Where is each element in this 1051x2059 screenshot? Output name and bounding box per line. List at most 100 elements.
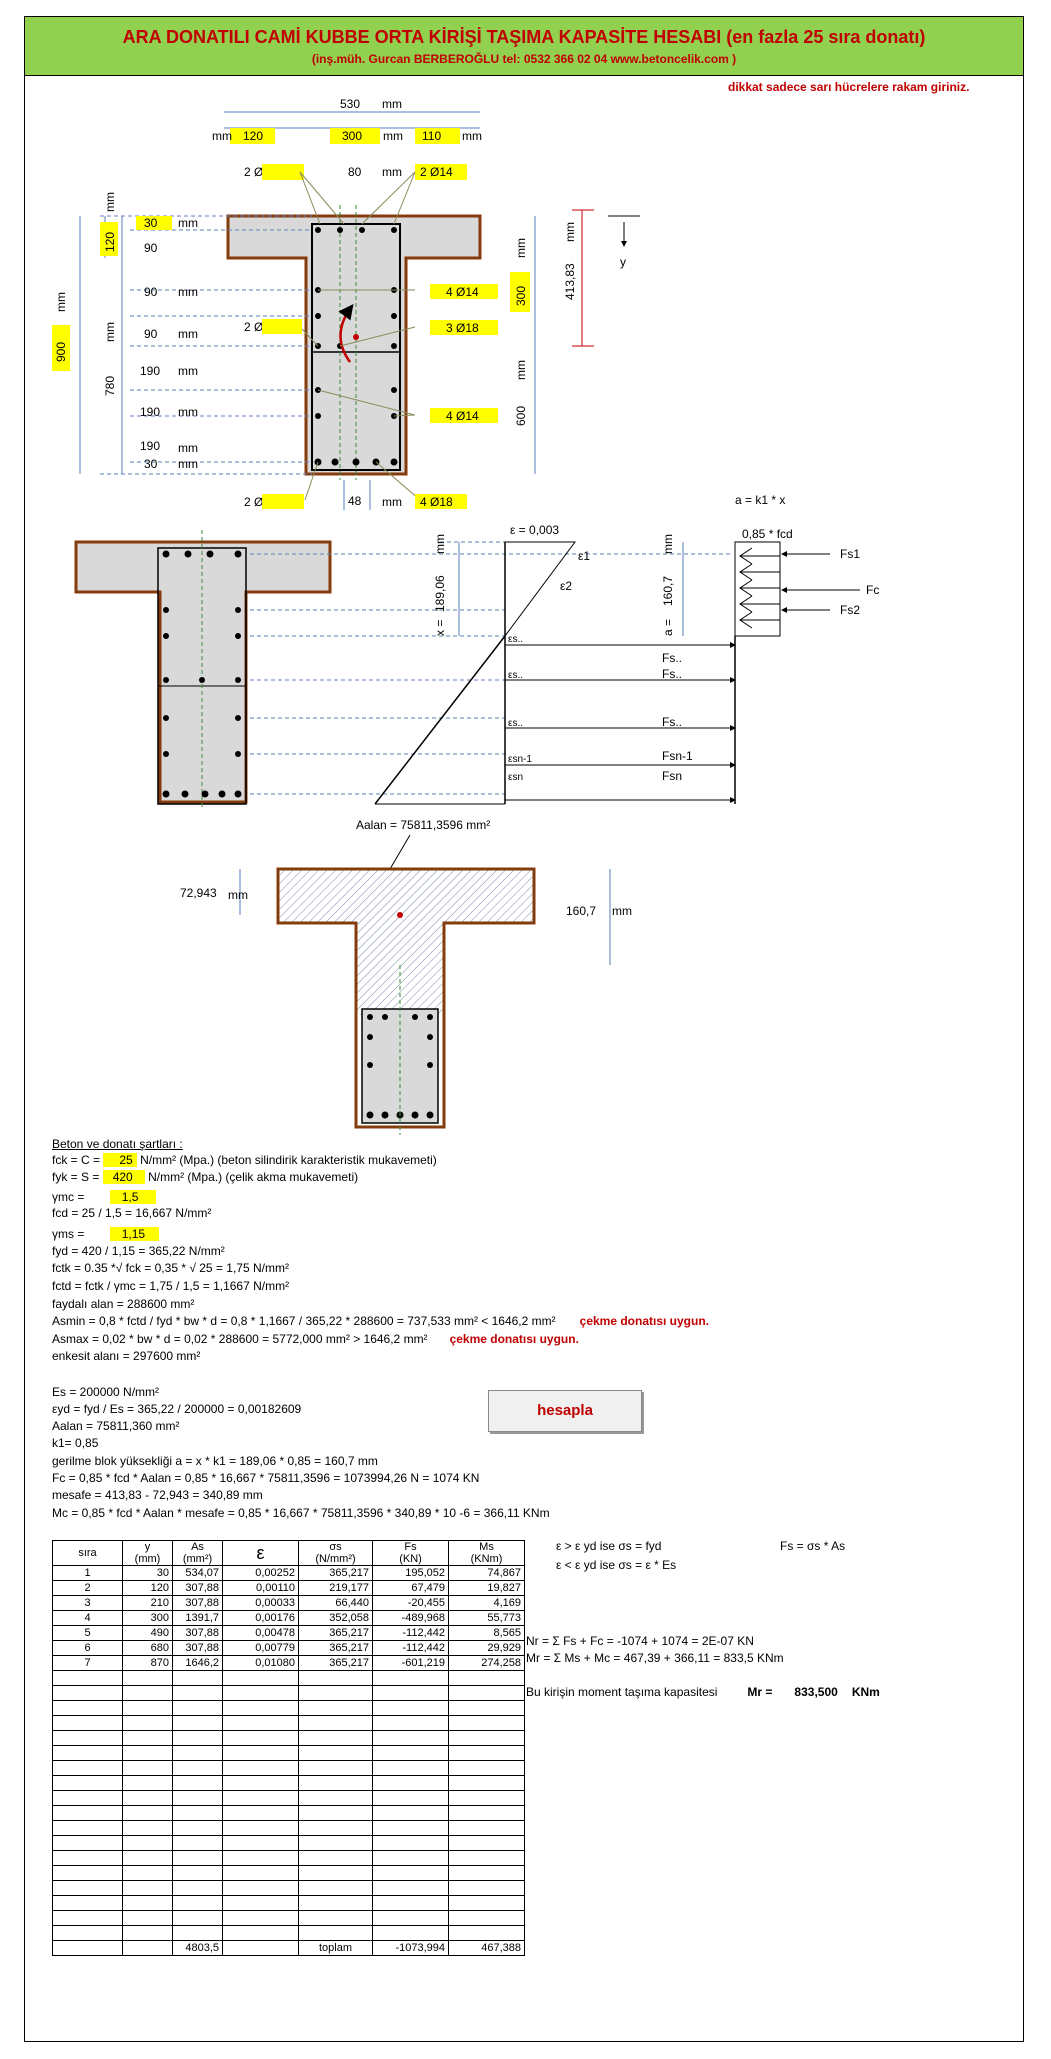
input-cover-top: 30	[144, 216, 158, 230]
k1-row: k1= 0,85	[52, 1436, 99, 1450]
strain-top: ε = 0,003	[510, 523, 559, 537]
mr-row: Mr = Σ Ms + Mc = 467,39 + 366,11 = 833,5…	[526, 1651, 784, 1665]
bar-bottom-right: 4 Ø18	[420, 495, 453, 509]
table-cell: 0,00478	[222, 1625, 299, 1641]
table-cell: 0,00779	[222, 1640, 299, 1656]
fck-row: fck = C = 25 N/mm² (Mpa.) (beton silindi…	[52, 1153, 437, 1167]
table-row-empty	[52, 1865, 525, 1881]
author-line: (inş.müh. Gurcan BERBEROĞLU tel: 0532 36…	[311, 52, 737, 66]
svg-text:mm: mm	[382, 97, 402, 111]
table-cell: 307,88	[172, 1625, 223, 1641]
eyd-row: εyd = fyd / Es = 365,22 / 200000 = 0,001…	[52, 1402, 302, 1416]
table-cell: 67,479	[372, 1580, 449, 1596]
nr-row: Nr = Σ Fs + Fc = -1074 + 1074 = 2E-07 KN	[526, 1634, 754, 1648]
table-row-empty	[52, 1925, 525, 1941]
neutral-axis-depth: 413,83	[563, 263, 577, 300]
table-cell: 195,052	[372, 1565, 449, 1581]
svg-text:x =: x =	[433, 620, 447, 636]
input-width-left: 120	[243, 129, 263, 143]
asmax-row: Asmax = 0,02 * bw * d = 0,02 * 288600 = …	[52, 1332, 579, 1346]
svg-text:Fc: Fc	[866, 583, 879, 597]
table-cell: 352,058	[298, 1610, 373, 1626]
svg-text:mm: mm	[178, 364, 198, 378]
table-cell: 219,177	[298, 1580, 373, 1596]
block-height-row: gerilme blok yüksekliği a = x * k1 = 189…	[52, 1454, 378, 1468]
fctk-row: fctk = 0.35 *√ fck = 0,35 * √ 25 = 1,75 …	[52, 1261, 289, 1275]
gamma-ms-input[interactable]: 1,15	[109, 1227, 160, 1241]
fcd-block-label: 0,85 * fcd	[742, 527, 793, 541]
table-row-empty	[52, 1835, 525, 1851]
asmin-status: çekme donatısı uygun.	[579, 1314, 710, 1328]
col-eps: ε	[222, 1540, 299, 1566]
conditions-heading: Beton ve donatı şartları :	[52, 1137, 183, 1151]
table-cell: 1646,2	[172, 1655, 223, 1671]
capacity-value: 833,500	[794, 1685, 838, 1699]
input-warning: dikkat sadece sarı hücrelere rakam girin…	[728, 80, 970, 94]
input-width-right: 110	[422, 129, 441, 143]
svg-text:mm: mm	[178, 441, 198, 455]
footer-cell	[52, 1940, 123, 1956]
strain-rule-2: ε < ε yd ise σs = ε * Es	[556, 1558, 677, 1572]
asmin-row: Asmin = 0,8 * fctd / fyd * bw * d = 0,8 …	[52, 1314, 710, 1328]
table-cell: 0,00033	[222, 1595, 299, 1611]
table-header-row: sıra y(mm) As(mm²) ε σs(N/mm²) Fs(KN) Ms…	[52, 1540, 525, 1566]
table-cell: 365,217	[298, 1655, 373, 1671]
table-cell: 0,00176	[222, 1610, 299, 1626]
svg-text:mm: mm	[433, 534, 447, 554]
gamma-mc-input[interactable]: 1,5	[109, 1190, 157, 1204]
table-cell: 0,00252	[222, 1565, 299, 1581]
footer-cell: 467,388	[448, 1940, 525, 1956]
table-cell: 680	[122, 1640, 173, 1656]
table-row-empty	[52, 1760, 525, 1776]
svg-text:90: 90	[144, 327, 158, 341]
fyd-row: fyd = 420 / 1,15 = 365,22 N/mm²	[52, 1244, 225, 1258]
col-as: As(mm²)	[172, 1540, 223, 1566]
table-row-empty	[52, 1910, 525, 1926]
svg-text:mm: mm	[661, 534, 675, 554]
footer-cell: 4803,5	[172, 1940, 223, 1956]
svg-text:mm: mm	[514, 360, 528, 380]
table-cell: 307,88	[172, 1580, 223, 1596]
table-cell: 1391,7	[172, 1610, 223, 1626]
table-row-empty	[52, 1775, 525, 1791]
table-cell: 7	[52, 1655, 123, 1671]
footer-cell: -1073,994	[372, 1940, 449, 1956]
table-row-empty	[52, 1790, 525, 1806]
table-row-empty	[52, 1880, 525, 1896]
asmax-status: çekme donatısı uygun.	[449, 1332, 579, 1346]
input-width-web: 300	[342, 129, 362, 143]
table-row-empty	[52, 1715, 525, 1731]
footer-cell	[222, 1940, 299, 1956]
svg-text:εs..: εs..	[508, 670, 523, 681]
table-cell: 274,258	[448, 1655, 525, 1671]
svg-text:ε2: ε2	[560, 579, 572, 593]
svg-text:mm: mm	[178, 457, 198, 471]
table-cell: -112,442	[372, 1625, 449, 1641]
fyk-input[interactable]: 420	[102, 1170, 145, 1184]
a-value: 160,7	[661, 576, 675, 606]
svg-text:mm: mm	[178, 327, 198, 341]
svg-text:ε1: ε1	[578, 549, 590, 563]
svg-text:Fsn: Fsn	[662, 769, 682, 783]
aalan-row: Aalan = 75811,360 mm²	[52, 1419, 180, 1433]
es-row: Es = 200000 N/mm²	[52, 1385, 160, 1399]
svg-text:90: 90	[144, 241, 158, 255]
table-cell: 74,867	[448, 1565, 525, 1581]
table-cell: 3	[52, 1595, 123, 1611]
svg-text:Fs2: Fs2	[840, 603, 860, 617]
table-cell: 19,827	[448, 1580, 525, 1596]
table-cell: 300	[122, 1610, 173, 1626]
svg-text:Fsn-1: Fsn-1	[662, 749, 693, 763]
svg-text:mm: mm	[228, 888, 248, 902]
svg-text:mm: mm	[178, 216, 198, 230]
fck-input[interactable]: 25	[103, 1153, 137, 1167]
title-banner: ARA DONATILI CAMİ KUBBE ORTA KİRİŞİ TAŞI…	[24, 16, 1024, 76]
col-fs: Fs(KN)	[372, 1540, 449, 1566]
mc-row: Mc = 0,85 * fcd * Aalan * mesafe = 0,85 …	[52, 1506, 550, 1520]
table-row-empty	[52, 1850, 525, 1866]
table-cell: 870	[122, 1655, 173, 1671]
calculate-button[interactable]: hesapla	[488, 1390, 642, 1432]
